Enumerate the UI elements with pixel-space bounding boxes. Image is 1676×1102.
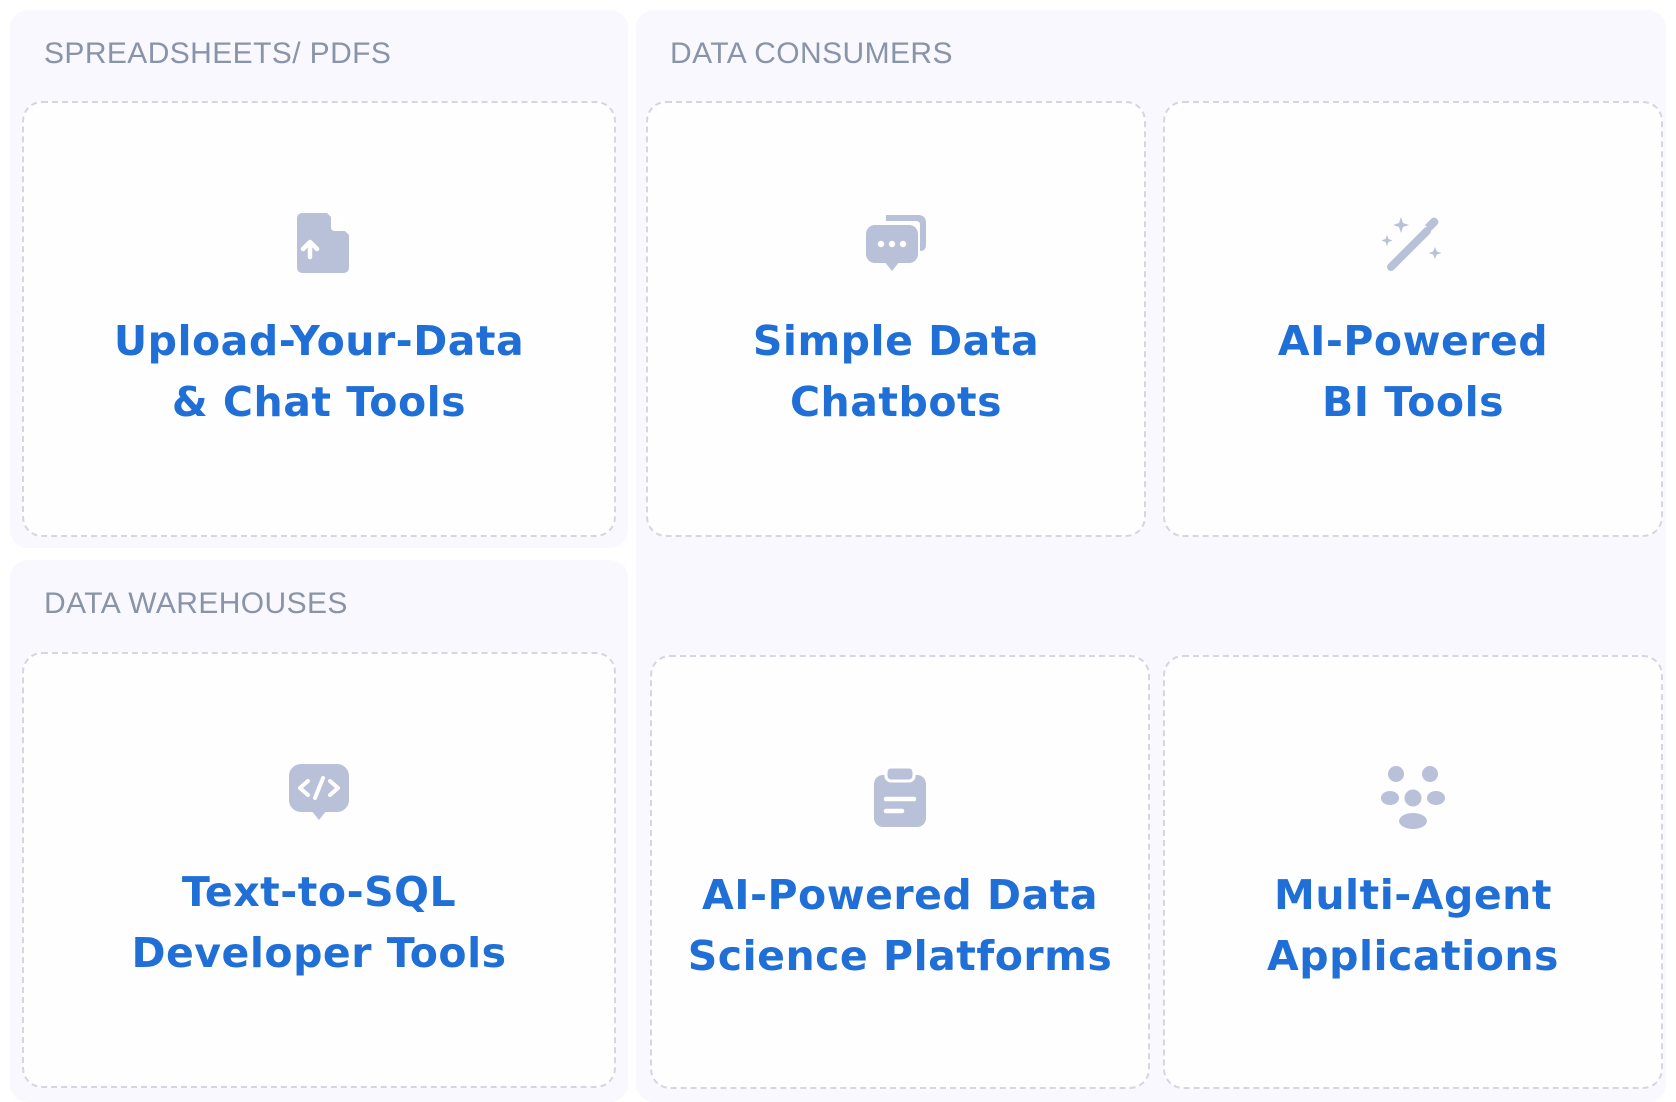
card-label: Simple Data Chatbots [658, 311, 1134, 433]
card-upload-your-data[interactable]: Upload-Your-Data & Chat Tools [22, 101, 616, 537]
card-label-line1: AI-Powered [1277, 317, 1549, 365]
file-upload-icon [287, 211, 351, 275]
magic-wand-icon [1381, 211, 1445, 275]
code-bubble-icon [287, 762, 351, 826]
card-text-to-sql[interactable]: Text-to-SQL Developer Tools [22, 652, 616, 1088]
card-label-line1: Text-to-SQL [181, 868, 457, 916]
card-label-line1: AI-Powered Data [701, 871, 1099, 919]
card-label: AI-Powered BI Tools [1175, 311, 1651, 433]
group-title-spreadsheets: SPREADSHEETS/ PDFS [44, 37, 392, 70]
card-label-line2: & Chat Tools [171, 378, 467, 426]
group-title-warehouses: DATA WAREHOUSES [44, 587, 348, 620]
card-label: AI-Powered Data Science Platforms [662, 865, 1138, 987]
card-label-line1: Simple Data [752, 317, 1040, 365]
card-label: Multi-Agent Applications [1175, 865, 1651, 987]
card-label-line2: BI Tools [1321, 378, 1505, 426]
card-label-line2: Science Platforms [687, 932, 1113, 980]
card-ai-powered-bi-tools[interactable]: AI-Powered BI Tools [1163, 101, 1663, 537]
card-label: Upload-Your-Data & Chat Tools [34, 311, 604, 433]
group-title-consumers: DATA CONSUMERS [670, 37, 953, 70]
card-label-line2: Chatbots [789, 378, 1003, 426]
card-label-line2: Developer Tools [131, 929, 507, 977]
chat-bubbles-icon [864, 211, 928, 275]
card-label: Text-to-SQL Developer Tools [34, 862, 604, 984]
card-ai-data-science[interactable]: AI-Powered Data Science Platforms [650, 655, 1150, 1089]
clipboard-icon [868, 765, 932, 829]
card-label-line1: Multi-Agent [1274, 871, 1552, 919]
card-label-line2: Applications [1267, 932, 1559, 980]
users-group-icon [1381, 765, 1445, 829]
card-multi-agent[interactable]: Multi-Agent Applications [1163, 655, 1663, 1089]
card-simple-data-chatbots[interactable]: Simple Data Chatbots [646, 101, 1146, 537]
card-label-line1: Upload-Your-Data [113, 317, 525, 365]
